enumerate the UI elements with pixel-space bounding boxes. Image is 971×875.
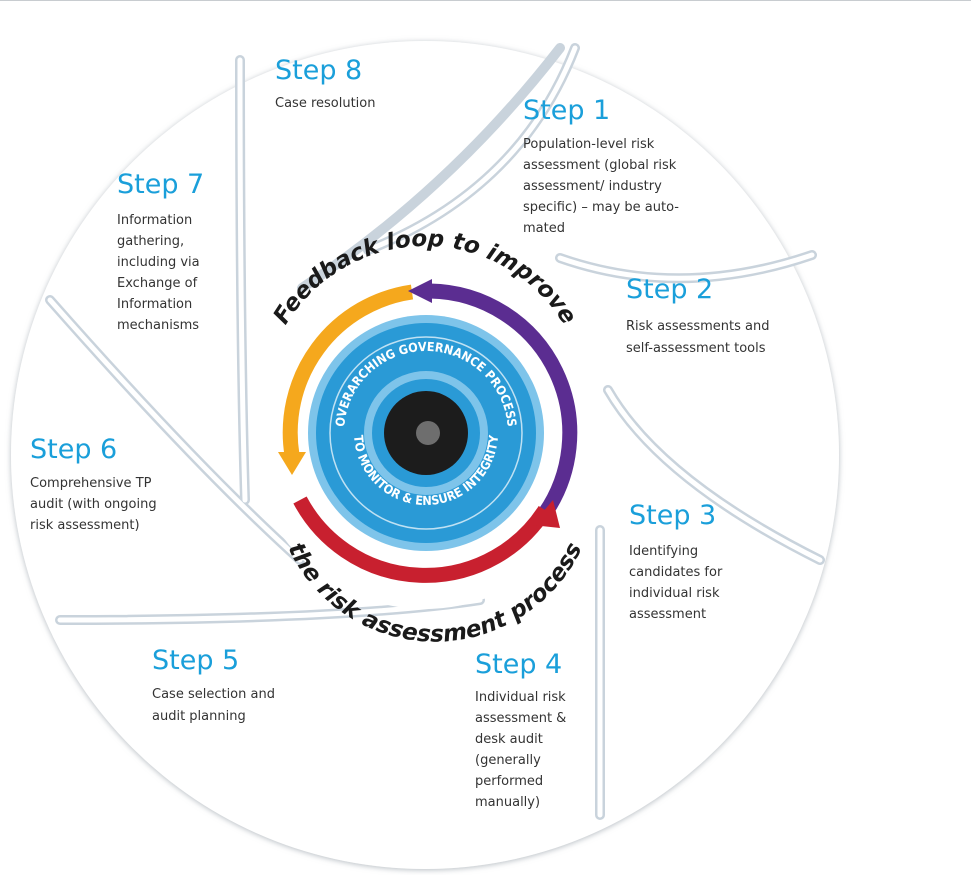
center-highlight (416, 421, 440, 445)
step-3-desc-line: Identifying (629, 544, 698, 559)
step-1-desc-line: Population-level risk (523, 137, 655, 152)
step-4-desc-line: (generally (475, 753, 541, 768)
step-7-desc-line: mechanisms (117, 318, 199, 333)
step-5-desc-line: Case selection and (152, 687, 275, 702)
step-7-desc-line: including via (117, 255, 200, 270)
step-1-desc-line: assessment/ industry (523, 179, 662, 194)
step-4-desc-line: performed (475, 774, 543, 789)
purple-arrowhead (408, 279, 432, 303)
step-4: Step 4 Individual risk assessment & desk… (475, 649, 566, 810)
step-6-desc-line: risk assessment) (30, 518, 140, 533)
step-5-desc-line: audit planning (152, 709, 246, 724)
step-7: Step 7 Information gathering, including … (117, 169, 204, 333)
step-7-desc-line: Exchange of (117, 276, 198, 291)
step-4-title: Step 4 (475, 649, 562, 680)
step-4-desc-line: assessment & (475, 711, 566, 726)
step-4-desc-line: desk audit (475, 732, 543, 747)
red-arrowhead (532, 500, 560, 528)
step-5: Step 5 Case selection and audit planning (152, 645, 275, 724)
step-1-desc-line: mated (523, 221, 565, 236)
top-divider-line (0, 0, 971, 1)
step-6-desc-line: audit (with ongoing (30, 497, 157, 512)
step-1-title: Step 1 (523, 95, 610, 126)
red-arrow-arc (293, 496, 552, 583)
step-8: Step 8 Case resolution (275, 55, 375, 111)
step-7-desc-line: Information (117, 213, 192, 228)
governance-badge: OVERARCHING GOVERNANCE PROCESS TO MONITO… (308, 315, 544, 551)
step-2-desc-line: Risk assessments and (626, 319, 770, 334)
step-3-desc-line: candidates for (629, 565, 723, 580)
step-6: Step 6 Comprehensive TP audit (with ongo… (30, 434, 157, 533)
orange-arrow-arc (282, 284, 414, 457)
step-4-desc-line: manually) (475, 795, 540, 810)
purple-arrow-arc (429, 283, 578, 525)
orange-arrowhead (278, 452, 306, 475)
step-7-desc-line: gathering, (117, 234, 184, 249)
step-1: Step 1 Population-level risk assessment … (523, 95, 679, 236)
step-3-title: Step 3 (629, 500, 716, 531)
step-5-title: Step 5 (152, 645, 239, 676)
step-1-desc-line: specific) – may be auto- (523, 200, 679, 215)
step-4-desc-line: Individual risk (475, 690, 566, 705)
step-6-desc-line: Comprehensive TP (30, 476, 152, 491)
step-8-desc-line: Case resolution (275, 96, 375, 111)
step-2-title: Step 2 (626, 274, 713, 305)
step-8-title: Step 8 (275, 55, 362, 86)
step-3-desc-line: individual risk (629, 586, 720, 601)
step-1-desc-line: assessment (global risk (523, 158, 677, 173)
step-3-desc-line: assessment (629, 607, 706, 622)
step-7-title: Step 7 (117, 169, 204, 200)
step-7-desc-line: Information (117, 297, 192, 312)
step-2-desc-line: self-assessment tools (626, 341, 766, 356)
step-2: Step 2 Risk assessments and self-assessm… (626, 274, 770, 356)
step-6-title: Step 6 (30, 434, 117, 465)
step-3: Step 3 Identifying candidates for indivi… (629, 500, 723, 622)
